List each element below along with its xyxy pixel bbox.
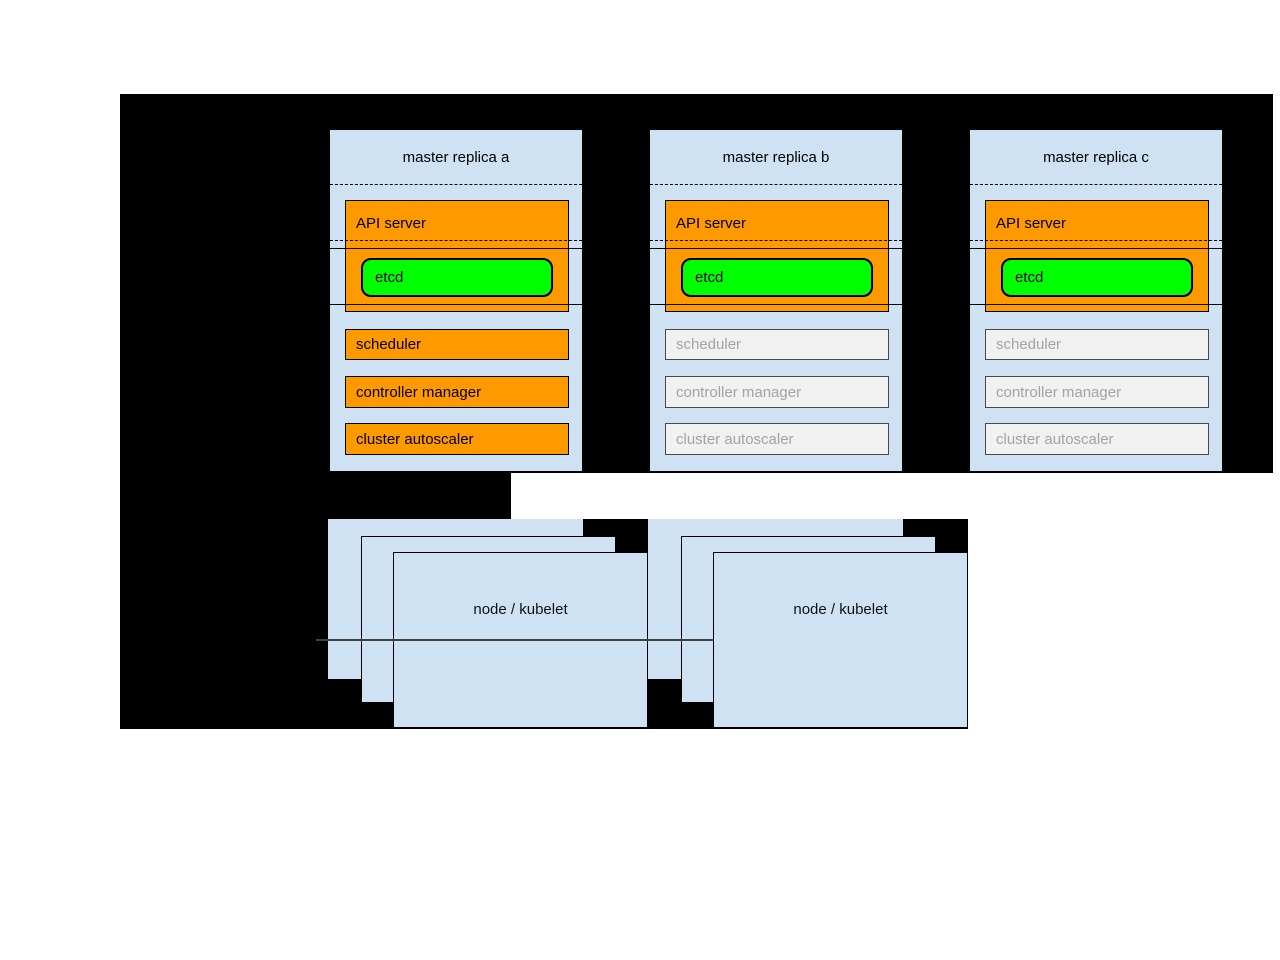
- cluster-autoscaler-box: cluster autoscaler: [345, 423, 569, 455]
- divider-dashed: [330, 240, 582, 241]
- etcd-box: etcd: [361, 258, 553, 297]
- connector-line: [316, 639, 713, 641]
- divider-dashed: [330, 184, 582, 185]
- black-background-left: [120, 473, 511, 519]
- master-replica-c-box: master replica c API server etcd schedul…: [969, 129, 1223, 472]
- api-server-label: API server: [996, 215, 1067, 232]
- controller-manager-box-inactive: controller manager: [985, 376, 1209, 408]
- cluster-autoscaler-box-inactive: cluster autoscaler: [985, 423, 1209, 455]
- api-server-label: API server: [356, 215, 427, 232]
- divider-solid: [970, 304, 1222, 305]
- divider-dashed: [970, 184, 1222, 185]
- divider-solid: [330, 248, 582, 249]
- node-stack-2: node / kubelet: [648, 519, 968, 729]
- divider-dashed: [650, 184, 902, 185]
- divider-solid: [650, 248, 902, 249]
- divider-solid: [330, 304, 582, 305]
- cluster-autoscaler-box-inactive: cluster autoscaler: [665, 423, 889, 455]
- etcd-box: etcd: [681, 258, 873, 297]
- etcd-label: etcd: [695, 269, 724, 286]
- etcd-label: etcd: [1015, 269, 1044, 286]
- divider-solid: [970, 248, 1222, 249]
- node-kubelet-label: node / kubelet: [473, 600, 568, 618]
- scheduler-box: scheduler: [345, 329, 569, 360]
- node-kubelet-label: node / kubelet: [793, 600, 888, 618]
- divider-dashed: [970, 240, 1222, 241]
- etcd-label: etcd: [375, 269, 404, 286]
- scheduler-box-inactive: scheduler: [985, 329, 1209, 360]
- master-replica-b-title: master replica b: [722, 148, 830, 166]
- divider-dashed: [650, 240, 902, 241]
- node-card-front: node / kubelet: [713, 552, 968, 728]
- master-replica-b-box: master replica b API server etcd schedul…: [649, 129, 903, 472]
- etcd-box: etcd: [1001, 258, 1193, 297]
- master-replica-a-title: master replica a: [402, 148, 510, 166]
- scheduler-box-inactive: scheduler: [665, 329, 889, 360]
- master-replica-a-box: master replica a API server etcd schedul…: [329, 129, 583, 472]
- controller-manager-box-inactive: controller manager: [665, 376, 889, 408]
- master-replica-c-title: master replica c: [1043, 148, 1149, 166]
- divider-solid: [650, 304, 902, 305]
- node-stack-1: node / kubelet: [328, 519, 648, 729]
- controller-manager-box: controller manager: [345, 376, 569, 408]
- api-server-label: API server: [676, 215, 747, 232]
